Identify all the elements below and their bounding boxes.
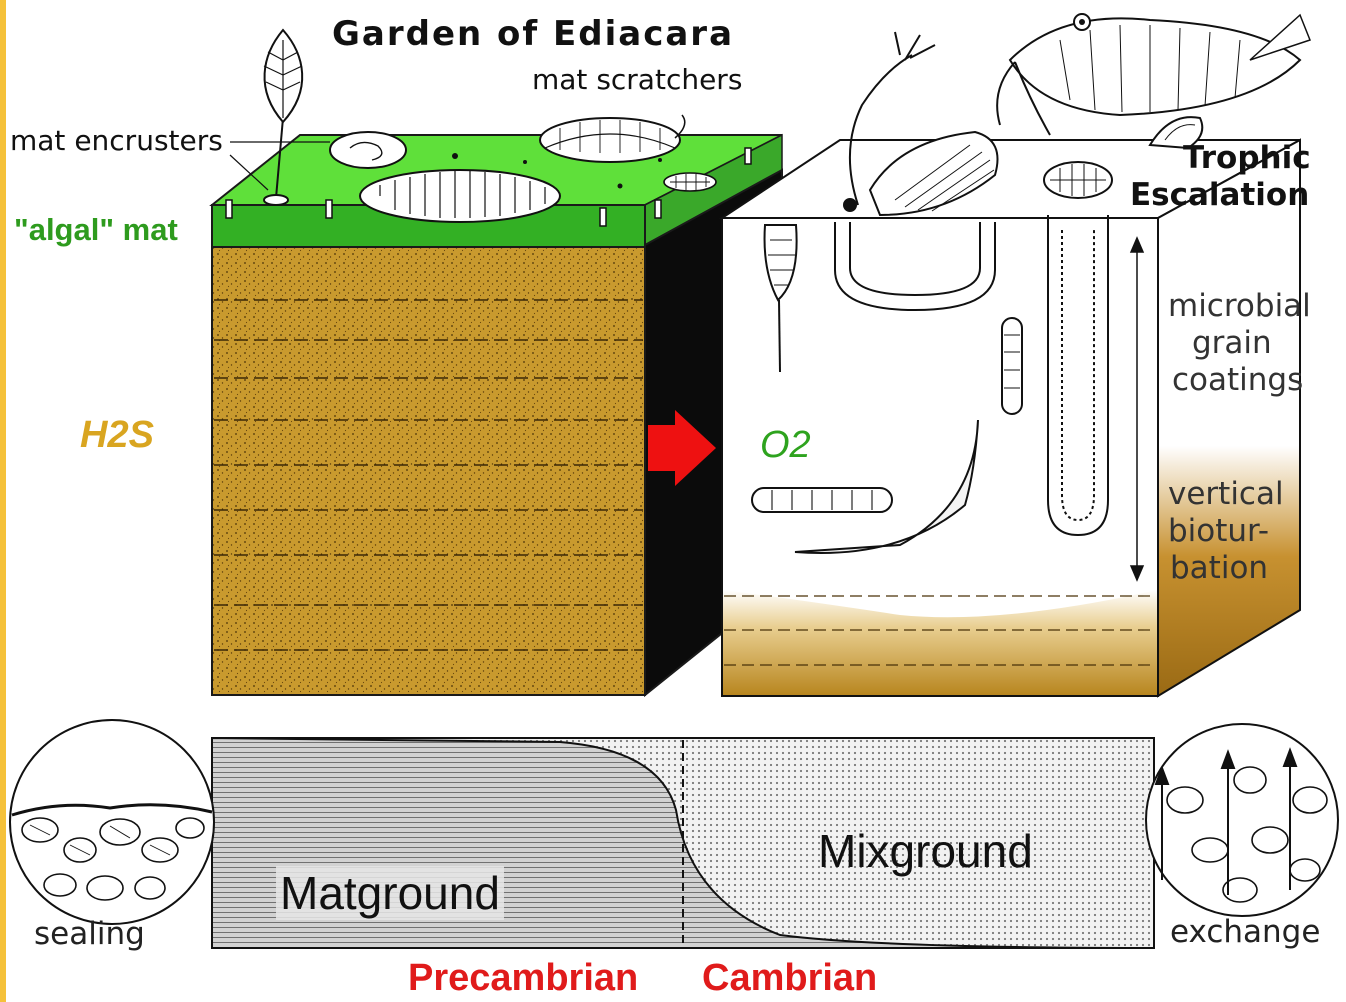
worm-burrow-vertical	[1002, 318, 1022, 414]
microbial-line3: coatings	[1172, 362, 1303, 398]
vertical-bioturbation-line1: vertical	[1168, 476, 1284, 512]
trophic-escalation-line1: Trophic	[1183, 140, 1311, 176]
worm-burrow-horizontal	[752, 488, 892, 512]
exchange-detail-circle	[1146, 724, 1338, 916]
algal-mat-label: "algal" mat	[14, 212, 178, 248]
mixground-label: Mixground	[818, 824, 1033, 878]
sealing-detail-circle	[10, 720, 214, 924]
precambrian-label: Precambrian	[408, 957, 638, 1000]
mat-encruster-disc	[330, 132, 406, 168]
matground-label: Matground	[276, 866, 504, 920]
exchange-label: exchange	[1170, 914, 1320, 950]
cambrian-label: Cambrian	[702, 957, 877, 1000]
sealing-label: sealing	[34, 916, 145, 952]
anomalocaris-organism	[997, 14, 1310, 135]
matground-block	[212, 30, 782, 695]
diagram-title: Garden of Ediacara	[332, 14, 734, 54]
h2s-label: H2S	[80, 414, 154, 457]
mat-scratchers-label: mat scratchers	[532, 63, 742, 96]
o2-label: O2	[760, 424, 811, 467]
mixground-side-face	[1158, 140, 1300, 696]
trophic-escalation-line2: Escalation	[1130, 177, 1309, 213]
vertical-bioturbation-line3: bation	[1170, 550, 1268, 586]
crustacean-organism	[1044, 162, 1112, 198]
mat-encrusters-label: mat encrusters	[10, 124, 223, 157]
kimberella-organism	[540, 115, 685, 162]
small-mat-organism	[664, 173, 716, 191]
dickinsonia-organism	[360, 170, 560, 222]
microbial-line2: grain	[1192, 325, 1272, 361]
microbial-line1: microbial	[1168, 288, 1311, 324]
sediment-front-face	[212, 247, 645, 695]
substrate-transition-panel	[10, 720, 1338, 948]
vertical-bioturbation-line2: biotur-	[1168, 513, 1269, 549]
